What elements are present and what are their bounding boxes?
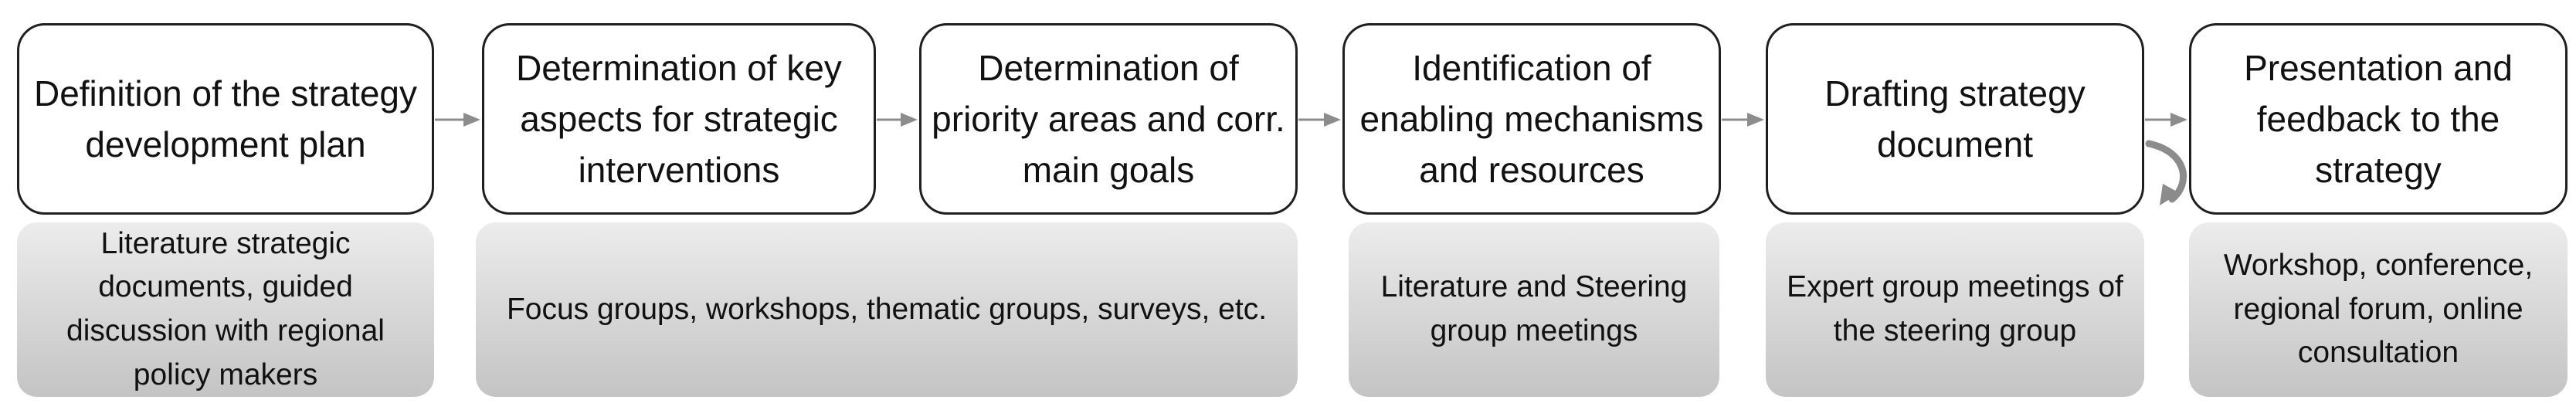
step-1-label: Definition of the strategy development p… — [33, 73, 418, 164]
method-5-box: Workshop, conference, regional forum, on… — [2189, 222, 2568, 397]
method-1-box: Literature strategic documents, guided d… — [17, 222, 434, 397]
step-3-box: Determination of priority areas and corr… — [919, 23, 1298, 215]
arrow-step2-to-step3 — [877, 113, 918, 127]
arrow-step5-to-step6 — [2145, 113, 2187, 127]
arrow-step1-to-step2 — [435, 113, 480, 127]
method-1-label: Literature strategic documents, guided d… — [66, 226, 385, 391]
method-5-label: Workshop, conference, regional forum, on… — [2223, 249, 2534, 370]
method-4-box: Expert group meetings of the steering gr… — [1766, 222, 2144, 397]
step-5-label: Drafting strategy document — [1824, 73, 2086, 164]
method-3-box: Literature and Steering group meetings — [1349, 222, 1719, 397]
method-2-label: Focus groups, workshops, thematic groups… — [506, 292, 1268, 326]
step-4-label: Identification of enabling mechanisms an… — [1359, 47, 1704, 191]
method-2-box: Focus groups, workshops, thematic groups… — [476, 222, 1298, 397]
method-3-label: Literature and Steering group meetings — [1380, 270, 1688, 347]
method-4-label: Expert group meetings of the steering gr… — [1787, 270, 2123, 347]
step-2-box: Determination of key aspects for strateg… — [482, 23, 876, 215]
step-2-label: Determination of key aspects for strateg… — [516, 47, 842, 191]
arrow-step4-to-step5 — [1722, 113, 1764, 127]
step-4-box: Identification of enabling mechanisms an… — [1342, 23, 1721, 215]
step-5-box: Drafting strategy document — [1766, 23, 2144, 215]
arrow-step3-to-step4 — [1298, 113, 1341, 127]
step-1-box: Definition of the strategy development p… — [17, 23, 434, 215]
step-6-label: Presentation and feedback to the strateg… — [2244, 47, 2513, 191]
step-6-box: Presentation and feedback to the strateg… — [2189, 23, 2568, 215]
step-3-label: Determination of priority areas and corr… — [932, 47, 1285, 191]
curved-return-arrow-icon — [2145, 140, 2187, 205]
